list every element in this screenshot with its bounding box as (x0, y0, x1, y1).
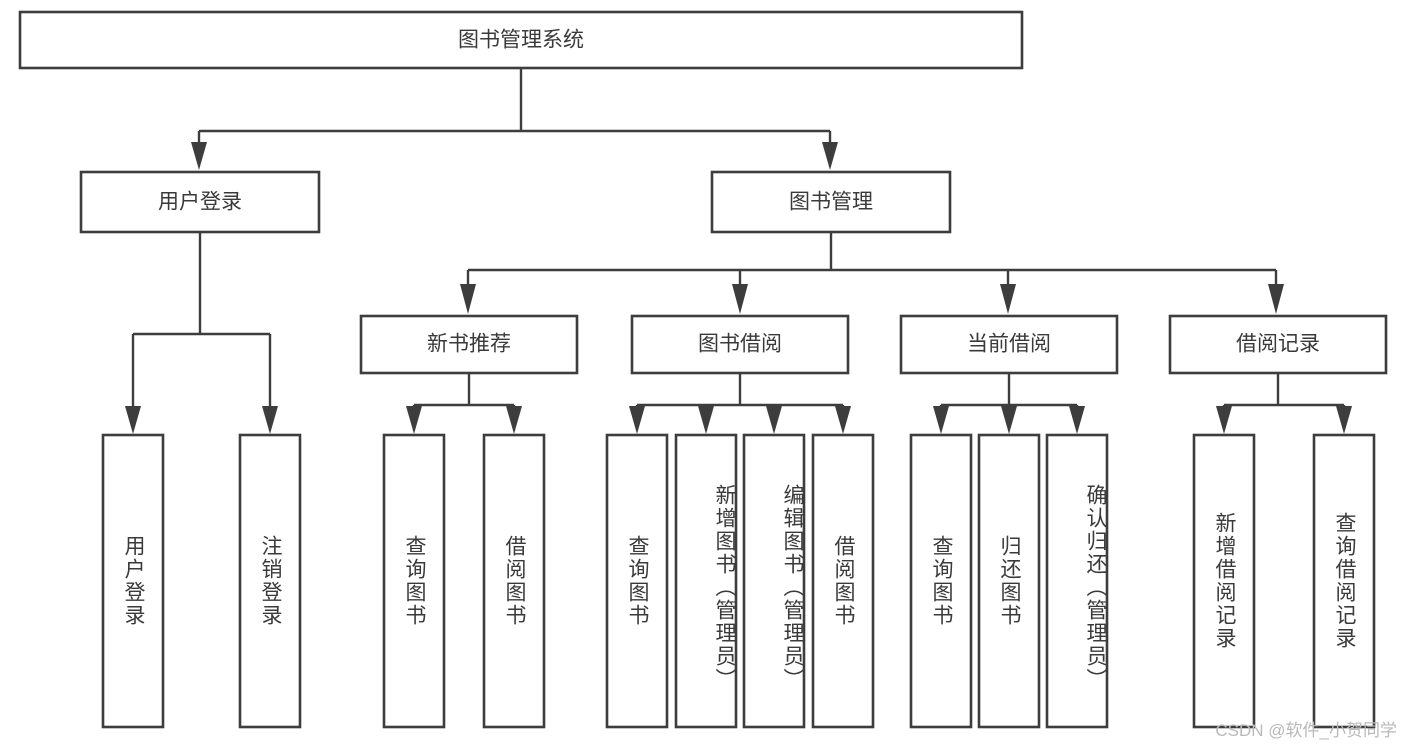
node-new-book-recommend-label: 新书推荐 (427, 333, 511, 356)
node-borrow-record[interactable]: 借阅记录 (1168, 314, 1388, 375)
node-book-manage[interactable]: 图书管理 (710, 170, 952, 234)
node-root-box[interactable] (18, 10, 1024, 70)
arrow-leaf-query-book-1 (406, 406, 422, 434)
arrow-leaf-add-book (698, 406, 714, 434)
leaf-box-borrow-book-1[interactable] (482, 433, 546, 729)
leaf-box-user-logout[interactable] (238, 433, 302, 729)
leaf-box-add-record[interactable] (1192, 433, 1256, 729)
node-new-book-recommend[interactable]: 新书推荐 (359, 314, 579, 375)
leaf-box-edit-book[interactable] (742, 433, 806, 729)
csdn-watermark: CSDN @软件_小贺同学 (1215, 721, 1397, 740)
arrow-leaf-edit-book (766, 406, 782, 434)
node-current-borrow-label: 当前借阅 (967, 333, 1051, 356)
node-current-borrow[interactable]: 当前借阅 (899, 314, 1119, 375)
arrow-leaf-query-record (1336, 406, 1352, 434)
arrow-leaf-confirm-return (1069, 406, 1085, 434)
arrow-leaf-user-login (125, 406, 141, 434)
arrow-user-login (191, 142, 207, 170)
leaf-box-user-login[interactable] (101, 433, 165, 729)
leaf-box-borrow-book-2[interactable] (811, 433, 875, 729)
arrow-leaf-query-book-2 (629, 406, 645, 434)
node-new-book-recommend-box[interactable] (359, 314, 579, 375)
leaf-box-confirm-return[interactable] (1045, 433, 1109, 729)
node-user-login[interactable]: 用户登录 (79, 170, 321, 234)
arrow-leaf-return-book (1001, 406, 1017, 434)
leaf-box-query-record[interactable] (1312, 433, 1376, 729)
node-current-borrow-box[interactable] (899, 314, 1119, 375)
arrow-book-borrow (732, 284, 748, 314)
arrow-current-borrow (1000, 284, 1016, 314)
arrow-leaf-borrow-book-1 (506, 406, 522, 434)
node-root-label: 图书管理系统 (458, 29, 584, 52)
node-user-login-label: 用户登录 (158, 191, 242, 214)
node-borrow-record-box[interactable] (1168, 314, 1388, 375)
node-book-borrow-label: 图书借阅 (698, 333, 782, 356)
leaf-box-query-book-1[interactable] (382, 433, 446, 729)
arrow-leaf-query-book-3 (933, 406, 949, 434)
node-book-borrow-box[interactable] (630, 314, 850, 375)
node-book-manage-label: 图书管理 (789, 191, 873, 214)
node-root[interactable]: 图书管理系统 (18, 10, 1024, 70)
arrow-new-book-recommend (460, 284, 476, 314)
leaf-box-query-book-3[interactable] (909, 433, 973, 729)
arrow-borrow-record (1268, 284, 1284, 314)
arrow-book-manage (822, 142, 838, 170)
node-book-borrow[interactable]: 图书借阅 (630, 314, 850, 375)
arrow-leaf-user-logout (262, 406, 278, 434)
node-book-manage-box[interactable] (710, 170, 952, 234)
leaf-box-query-book-2[interactable] (605, 433, 669, 729)
arrow-leaf-add-record (1216, 406, 1232, 434)
node-borrow-record-label: 借阅记录 (1236, 333, 1320, 356)
arrow-leaf-borrow-book-2 (835, 406, 851, 434)
leaf-box-add-book[interactable] (674, 433, 738, 729)
leaf-box-return-book[interactable] (977, 433, 1041, 729)
